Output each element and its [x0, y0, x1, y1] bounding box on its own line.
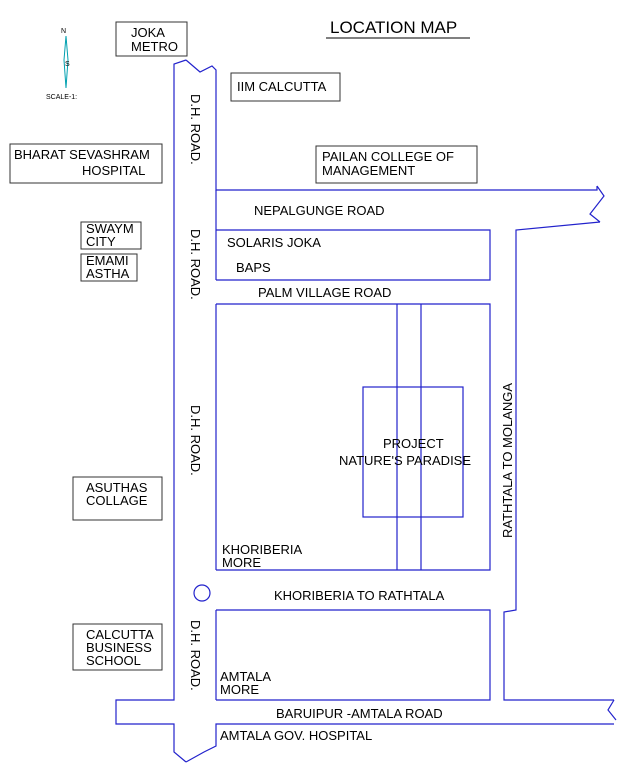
baruipur-amtala-road-lower-edge	[185, 723, 614, 763]
khoriberia-more-line2: MORE	[222, 555, 261, 570]
baruipur-amtala-road-break	[607, 699, 617, 721]
calcutta-business-school-line3: SCHOOL	[86, 653, 141, 668]
palm-village-road-label: PALM VILLAGE ROAD	[258, 285, 391, 300]
iim-calcutta-box	[230, 72, 341, 102]
amtala-block	[216, 609, 491, 701]
iim-calcutta-label: IIM CALCUTTA	[237, 79, 327, 94]
joka-metro-line1: JOKA	[131, 25, 165, 40]
asuthas-collage-box	[72, 476, 163, 521]
bharat-sevashram-line2: HOSPITAL	[82, 163, 145, 178]
compass-south-label: S	[65, 61, 70, 68]
palm-village-block	[216, 303, 491, 571]
dh-road-label-1: D.H. ROAD.	[188, 94, 203, 165]
solaris-joka-label: SOLARIS JOKA	[227, 235, 321, 250]
nepalgunge-road-label: NEPALGUNGE ROAD	[254, 203, 385, 218]
map-title: LOCATION MAP	[330, 18, 457, 37]
khoriberia-rathtala-label: KHORIBERIA TO RATHTALA	[274, 588, 445, 603]
calcutta-business-school-box	[72, 623, 163, 671]
joka-metro-line2: METRO	[131, 39, 178, 54]
dh-road-label-2: D.H. ROAD.	[188, 229, 203, 300]
pailan-college-box	[315, 145, 478, 184]
amtala-more-line2: MORE	[220, 682, 259, 697]
khoriberia-more-line1: KHORIBERIA	[222, 542, 303, 557]
pailan-college-line2: MANAGEMENT	[322, 163, 415, 178]
asuthas-collage-line2: COLLAGE	[86, 493, 148, 508]
baruipur-amtala-road-label: BARUIPUR -AMTALA ROAD	[276, 706, 443, 721]
project-site	[362, 386, 464, 518]
emami-astha-box	[80, 253, 138, 282]
north-arrow-icon: N S	[61, 28, 70, 89]
dh-road-right-edge-top	[185, 59, 598, 191]
bharat-sevashram-box	[9, 143, 163, 184]
swaym-city-line2: CITY	[86, 234, 116, 249]
emami-astha-line1: EMAMI	[86, 253, 129, 268]
dh-road-label-4: D.H. ROAD.	[188, 620, 203, 691]
khoriberia-roundabout	[193, 584, 211, 602]
rathtala-molanga-road-edge	[503, 221, 614, 701]
calcutta-business-school-line2: BUSINESS	[86, 640, 152, 655]
amtala-more-line1: AMTALA	[220, 669, 271, 684]
dh-road-label-3: D.H. ROAD.	[188, 405, 203, 476]
nepalgunge-road-break	[589, 185, 605, 223]
calcutta-business-school-line1: CALCUTTA	[86, 627, 154, 642]
swaym-city-line1: SWAYM	[86, 221, 134, 236]
compass-north-label: N	[61, 28, 66, 35]
rathtala-molanga-label: RATHTALA TO MOLANGA	[500, 383, 515, 538]
pailan-college-line1: PAILAN COLLEGE OF	[322, 149, 454, 164]
project-label-line1: PROJECT	[383, 436, 444, 451]
asuthas-collage-line1: ASUTHAS	[86, 480, 148, 495]
project-label-line2: NATURE'S PARADISE	[339, 453, 471, 468]
emami-astha-line2: ASTHA	[86, 266, 130, 281]
joka-metro-box	[115, 21, 188, 57]
baps-label: BAPS	[236, 260, 271, 275]
dh-road-left-edge	[115, 59, 187, 763]
bharat-sevashram-line1: BHARAT SEVASHRAM	[14, 147, 150, 162]
amtala-hospital-label: AMTALA GOV. HOSPITAL	[220, 728, 372, 743]
scale-label: SCALE-1:	[46, 94, 77, 101]
solaris-block	[216, 229, 491, 281]
swaym-city-box	[80, 221, 142, 250]
